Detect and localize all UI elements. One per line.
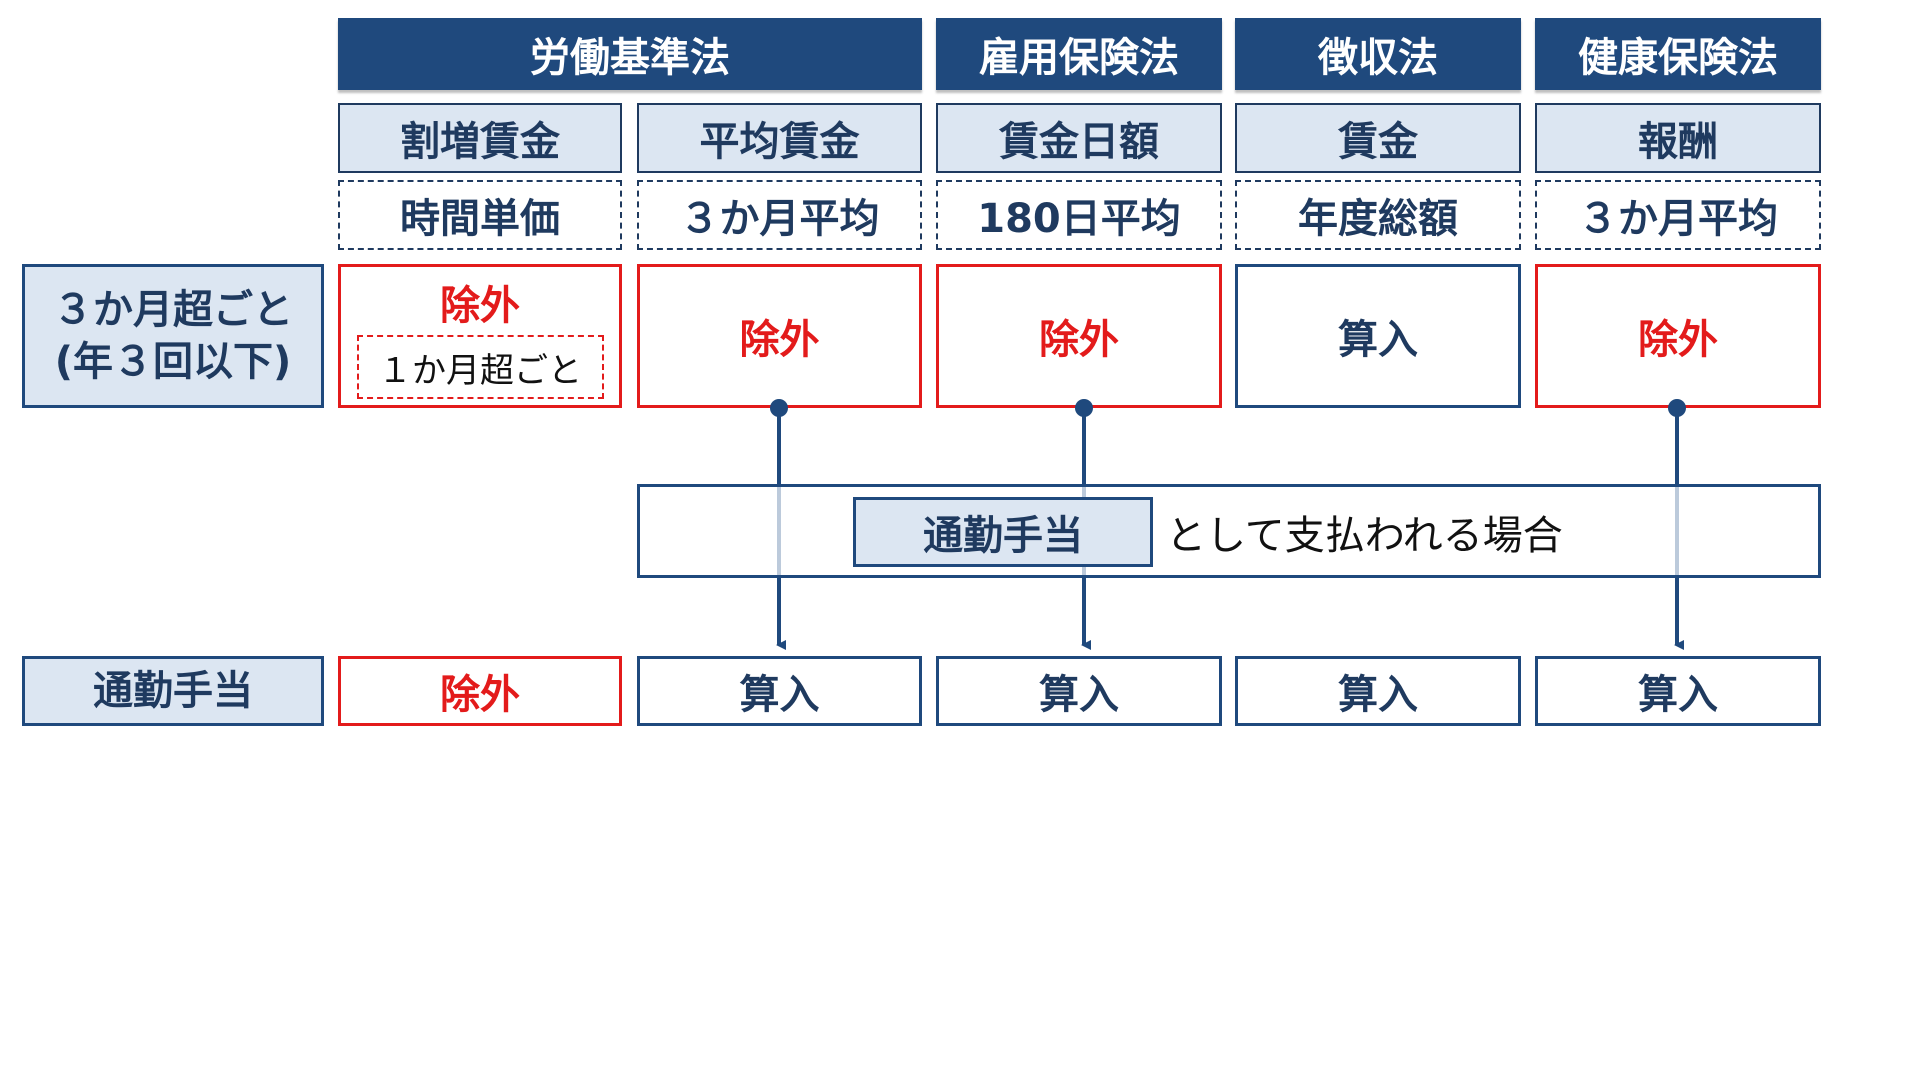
header-health-insurance-law: 健康保険法 <box>1535 18 1821 90</box>
basis-180-day-average: 180日平均 <box>936 180 1222 250</box>
wage-type-wage: 賃金 <box>1235 103 1521 173</box>
header-labor-standards-law: 労働基準法 <box>338 18 922 90</box>
commute-cell-wage: 算入 <box>1235 656 1521 726</box>
basis-annual-total: 年度総額 <box>1235 180 1521 250</box>
condition-box <box>637 484 1821 578</box>
bonus-cell-premium-wage: 除外 １か月超ごと <box>338 264 622 408</box>
wage-type-daily-wage: 賃金日額 <box>936 103 1222 173</box>
bonus-cell-remuneration: 除外 <box>1535 264 1821 408</box>
basis-three-month-average-health: ３か月平均 <box>1535 180 1821 250</box>
header-employment-insurance-law: 雇用保険法 <box>936 18 1222 90</box>
bonus-cell-average-wage: 除外 <box>637 264 922 408</box>
bonus-cell-daily-wage: 除外 <box>936 264 1222 408</box>
row-label-line2: (年３回以下) <box>54 339 292 385</box>
commute-cell-premium-wage: 除外 <box>338 656 622 726</box>
row-label-commute-allowance: 通勤手当 <box>22 656 324 726</box>
wage-type-remuneration: 報酬 <box>1535 103 1821 173</box>
commute-cell-remuneration: 算入 <box>1535 656 1821 726</box>
basis-three-month-average: ３か月平均 <box>637 180 922 250</box>
bonus-cell-wage: 算入 <box>1235 264 1521 408</box>
basis-hourly-unit-price: 時間単価 <box>338 180 622 250</box>
row-label-bonus-over-three-months: ３か月超ごと (年３回以下) <box>22 264 324 408</box>
commute-cell-daily-wage: 算入 <box>936 656 1222 726</box>
wage-type-average-wage: 平均賃金 <box>637 103 922 173</box>
bonus-cell-value: 除外 <box>440 283 520 329</box>
wage-type-premium-wage: 割増賃金 <box>338 103 622 173</box>
one-month-note: １か月超ごと <box>356 335 604 399</box>
condition-commute-allowance-label: 通勤手当 <box>853 497 1153 567</box>
commute-cell-average-wage: 算入 <box>637 656 922 726</box>
row-label-line1: ３か月超ごと <box>53 287 293 333</box>
condition-text: として支払われる場合 <box>1166 513 1563 559</box>
header-collection-law: 徴収法 <box>1235 18 1521 90</box>
